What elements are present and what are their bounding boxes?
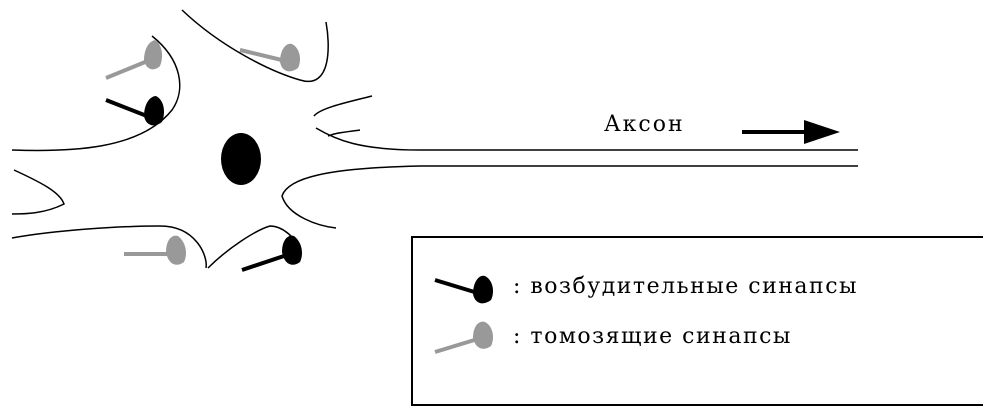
dendrite-right-small [327, 129, 361, 137]
synapse-bottom [241, 235, 302, 272]
dendrite-bottom-left [11, 225, 207, 269]
inhibitory-synapse-icon [434, 321, 493, 354]
axon-label: Аксон [604, 112, 685, 137]
axon-arrow [742, 120, 840, 144]
legend-item-inhibitory: : томозящие синапсы [413, 318, 983, 358]
excitatory-synapse-icon [434, 275, 493, 304]
synapse-bottom-left [124, 235, 186, 265]
axon-lower-edge [281, 165, 858, 229]
legend-box: : возбудительные синапсы : томозящие син… [411, 236, 983, 406]
dendrite-upper-left [11, 35, 181, 152]
axon-upper-edge [315, 127, 858, 151]
neuron-diagram: Аксон : возбудительные синапсы : томозящ… [11, 9, 983, 406]
dendrite-upper-right [313, 95, 373, 117]
legend-label-excitatory: : возбудительные синапсы [513, 274, 859, 299]
legend-item-excitatory: : возбудительные синапсы [413, 268, 983, 308]
legend-label-inhibitory: : томозящие синапсы [513, 324, 792, 349]
synapse-top [239, 43, 300, 72]
dendrite-top [181, 9, 329, 83]
nucleus [221, 133, 261, 185]
dendrite-left-lower [11, 169, 65, 215]
synapse-left [105, 96, 164, 126]
neuron-outline [11, 9, 858, 269]
synapse-upper-left [105, 40, 163, 80]
neuron-drawing [11, 9, 858, 272]
